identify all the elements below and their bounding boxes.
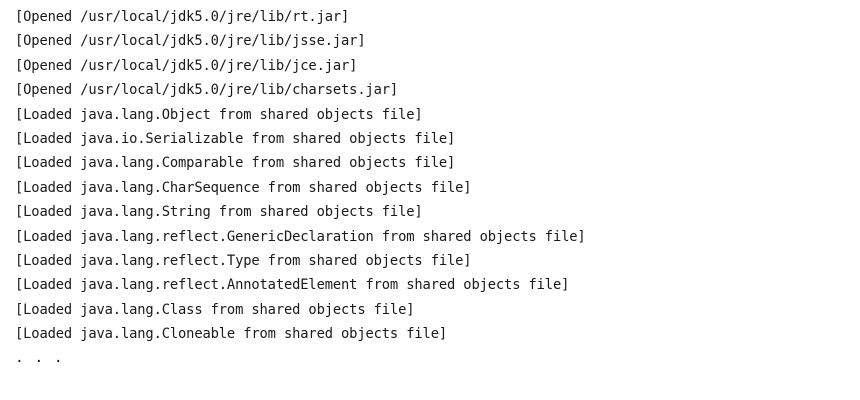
console-line: [Loaded java.io.Serializable from shared… (15, 130, 456, 147)
console-line: [Loaded java.lang.Object from shared obj… (15, 106, 423, 123)
console-line: [Opened /usr/local/jdk5.0/jre/lib/jce.ja… (15, 57, 358, 74)
console-line: [Loaded java.lang.Class from shared obje… (15, 301, 415, 318)
console-line: [Loaded java.lang.reflect.GenericDeclara… (15, 228, 586, 245)
console-line: [Opened /usr/local/jdk5.0/jre/lib/rt.jar… (15, 9, 350, 25)
continuation-ellipsis: . . . (15, 350, 64, 367)
console-line: [Opened /usr/local/jdk5.0/jre/lib/charse… (15, 82, 399, 99)
console-line: [Loaded java.lang.Comparable from shared… (15, 155, 456, 172)
console-line: [Loaded java.lang.reflect.Type from shar… (15, 252, 472, 269)
console-line: [Loaded java.lang.String from shared obj… (15, 204, 423, 221)
console-line: [Loaded java.lang.reflect.AnnotatedEleme… (15, 277, 570, 294)
console-line: [Opened /usr/local/jdk5.0/jre/lib/jsse.j… (15, 33, 366, 50)
console-line: [Loaded java.lang.Cloneable from shared … (15, 326, 447, 343)
console-line: [Loaded java.lang.CharSequence from shar… (15, 179, 472, 196)
